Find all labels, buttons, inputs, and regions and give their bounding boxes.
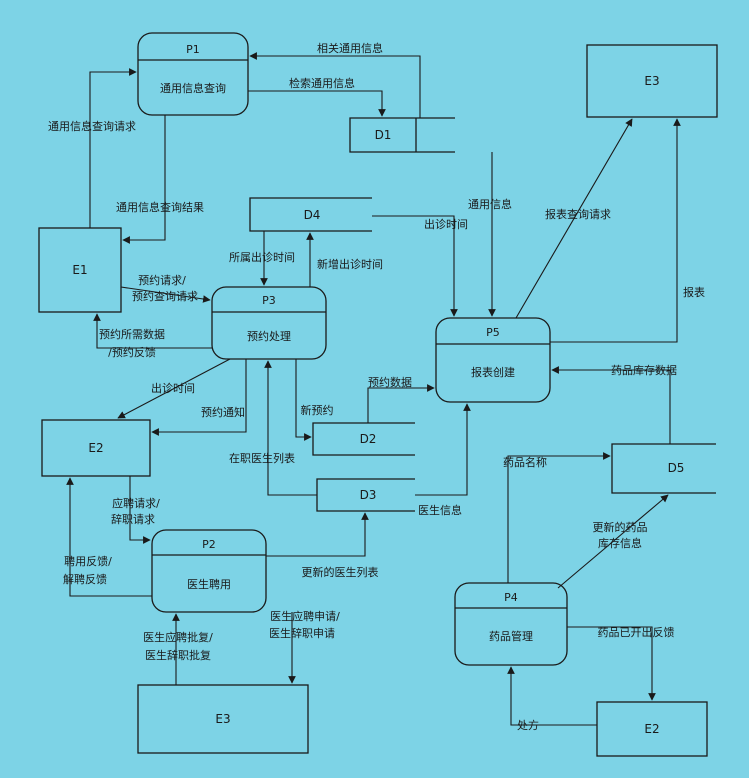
flow-booking-request [120, 286, 211, 303]
entity-e2-left: E2 [41, 419, 151, 477]
entity-e3-bottom: E3 [137, 684, 309, 754]
label-new-visit-time: 新增出诊时间 [317, 257, 383, 271]
process-p1-id: P1 [186, 43, 200, 56]
flow-doctor-info [415, 403, 471, 496]
flow-booking-data [367, 384, 435, 423]
flow-report-query [515, 118, 633, 319]
flow-query-result [122, 115, 166, 244]
svg-text:D1: D1 [375, 128, 392, 142]
label-visit-time-e2: 出诊时间 [151, 381, 195, 395]
svg-text:D3: D3 [360, 488, 377, 502]
label-related-info: 相关通用信息 [317, 41, 383, 55]
process-p2-id: P2 [202, 538, 216, 551]
svg-text:D5: D5 [668, 461, 685, 475]
entity-e1: E1 [38, 227, 122, 313]
flow-drug-stock [551, 366, 671, 444]
process-p1: P1 通用信息查询 [137, 32, 249, 116]
flow-booking-data-feedback [93, 313, 212, 349]
label-booking-data-1: 预约所需数据 [99, 327, 165, 341]
process-p3: P3 预约处理 [211, 286, 327, 360]
svg-text:E3: E3 [644, 74, 659, 88]
label-general-info: 通用信息 [468, 197, 512, 211]
label-booking-data-2: /预约反馈 [108, 346, 156, 359]
svg-text:E3: E3 [215, 712, 230, 726]
process-p3-id: P3 [262, 294, 276, 307]
flow-new-booking [295, 359, 312, 441]
label-approve-2: 医生辞职批复 [145, 648, 211, 662]
flow-report [550, 118, 681, 343]
flow-visit-time-d4 [372, 215, 458, 317]
flow-related-info [249, 52, 421, 118]
label-new-booking: 新预约 [301, 403, 334, 417]
process-p5-name: 报表创建 [471, 365, 515, 379]
label-report: 报表 [683, 285, 705, 299]
label-retrieve-info: 检索通用信息 [289, 76, 355, 90]
label-updated-doctors: 更新的医生列表 [302, 565, 379, 579]
svg-text:D4: D4 [304, 208, 321, 222]
flow-drug-name [507, 452, 611, 583]
flow-doctor-list [264, 360, 317, 496]
process-p4: P4 药品管理 [454, 582, 568, 666]
label-doctor-list: 在职医生列表 [229, 451, 295, 465]
store-d2: D2 [312, 422, 415, 456]
label-drug-name: 药品名称 [503, 455, 547, 469]
label-doc-req-1: 医生应聘申请/ [270, 609, 340, 623]
label-updated-stock-2: 库存信息 [598, 536, 642, 550]
label-updated-stock-1: 更新的药品 [593, 520, 648, 534]
store-d5: D5 [611, 443, 716, 494]
label-visit-time-d4: 出诊时间 [424, 217, 468, 231]
flow-booking-notice [151, 359, 247, 436]
svg-text:E2: E2 [88, 441, 103, 455]
process-p3-name: 预约处理 [247, 330, 291, 343]
store-d3: D3 [316, 478, 415, 512]
process-p4-name: 药品管理 [489, 629, 533, 643]
label-booking-req-2: 预约查询请求 [132, 289, 198, 303]
label-belong-visit-time: 所属出诊时间 [229, 250, 295, 264]
label-apply-1: 应聘请求/ [112, 496, 160, 510]
entity-e3-top: E3 [586, 44, 718, 118]
flow-retrieve-info [248, 90, 386, 117]
label-booking-data: 预约数据 [368, 375, 412, 389]
flow-prescription [507, 666, 597, 726]
label-prescription: 处方 [517, 718, 539, 732]
svg-text:E1: E1 [72, 263, 87, 277]
flow-hire-feedback [66, 477, 152, 597]
process-p4-id: P4 [504, 591, 518, 604]
flow-query-request [89, 68, 137, 228]
label-doc-req-2: 医生辞职申请 [269, 626, 335, 640]
flow-apply-request [129, 476, 151, 544]
flow-drug-feedback [567, 626, 656, 701]
label-doctor-info: 医生信息 [418, 503, 462, 517]
label-apply-2: 辞职请求 [111, 512, 155, 526]
store-d1: D1 [349, 117, 455, 153]
store-d4: D4 [249, 197, 372, 232]
svg-text:E2: E2 [644, 722, 659, 736]
label-drug-stock: 药品库存数据 [611, 363, 677, 377]
label-query-result: 通用信息查询结果 [116, 200, 204, 214]
process-p1-name: 通用信息查询 [160, 81, 226, 95]
flow-updated-doctors [266, 512, 369, 557]
label-report-query: 报表查询请求 [545, 207, 611, 221]
entity-e2-bottom: E2 [596, 701, 708, 757]
label-hire-fb-1: 聘用反馈/ [64, 554, 112, 568]
flow-updated-stock [557, 494, 669, 589]
flow-visit-time-e2 [117, 358, 231, 419]
process-p2: P2 医生聘用 [151, 529, 267, 613]
label-drug-feedback: 药品已开出反馈 [598, 625, 675, 639]
label-query-request: 通用信息查询请求 [48, 119, 136, 133]
process-p5: P5 报表创建 [435, 317, 551, 403]
process-p5-id: P5 [486, 326, 500, 339]
label-hire-fb-2: 解聘反馈 [63, 572, 107, 586]
process-p2-name: 医生聘用 [187, 577, 231, 591]
label-booking-notice: 预约通知 [201, 405, 245, 419]
label-booking-req-1: 预约请求/ [138, 274, 186, 287]
svg-text:D2: D2 [360, 432, 377, 446]
label-approve-1: 医生应聘批复/ [143, 630, 213, 644]
